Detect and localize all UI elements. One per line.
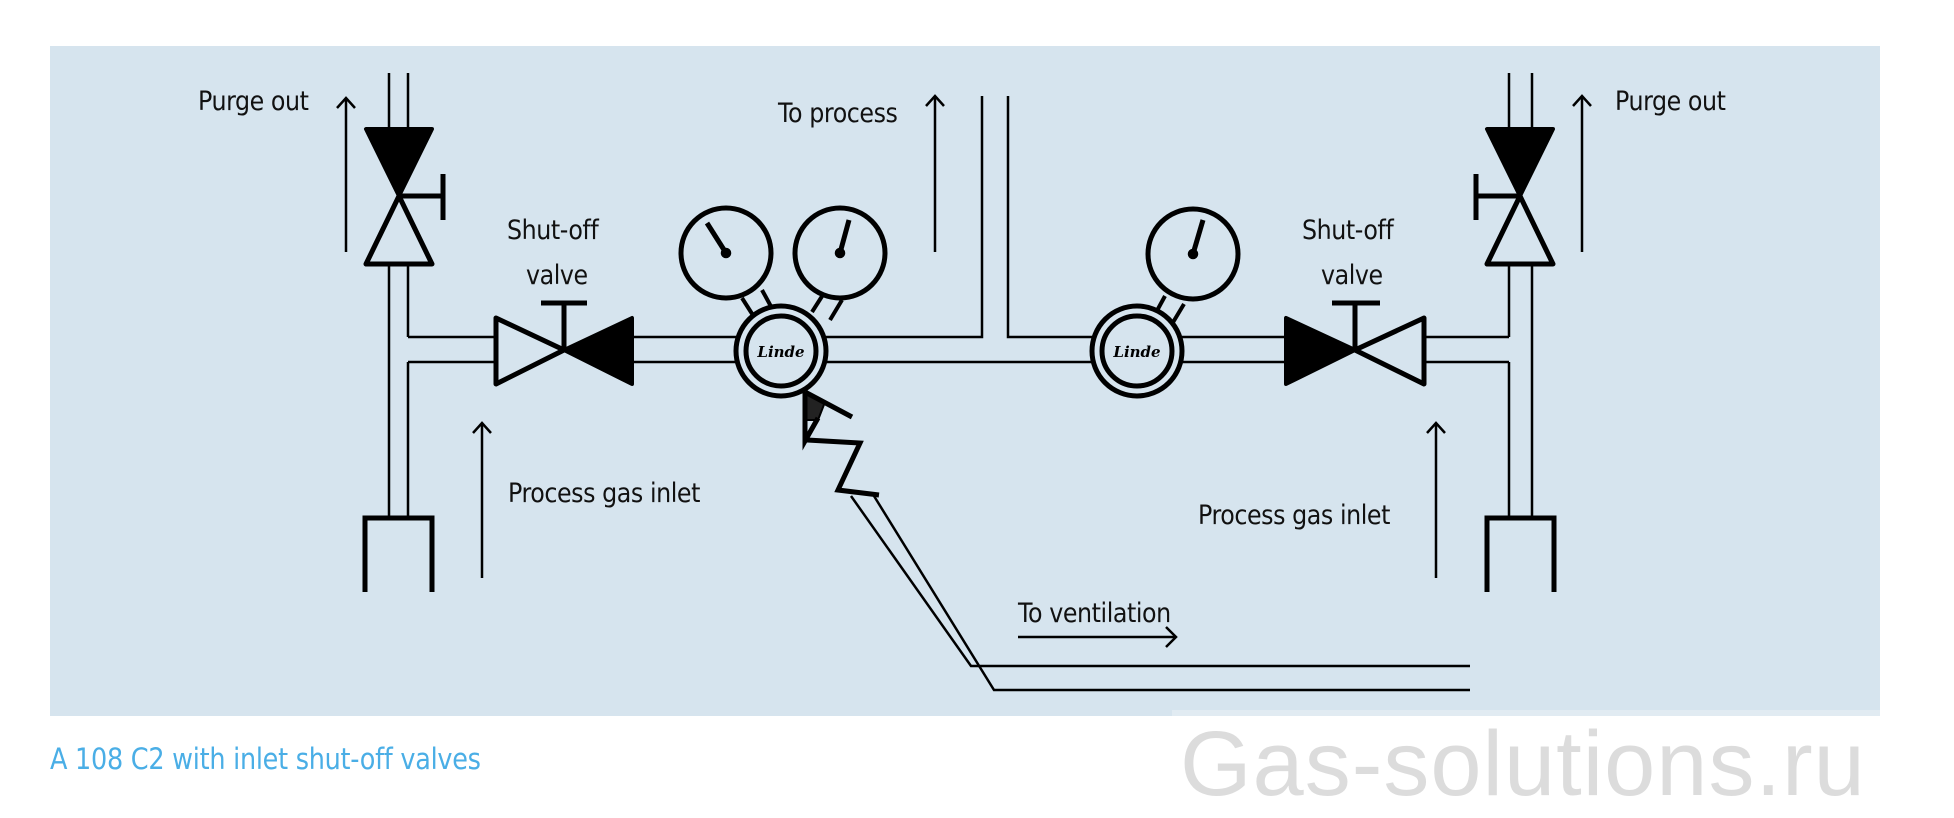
label-shutoff-right-line2: valve [1321,260,1383,291]
to-process-arrow [925,94,945,252]
linde-logo-left: Linde [756,343,804,361]
purge-out-arrow-right [1572,94,1592,252]
figure-caption: A 108 C2 with inlet shut-off valves [50,742,481,776]
purge-valve-right-icon [1473,127,1556,267]
pipe-to-process [826,96,1099,364]
process-gas-inlet-arrow-left [472,421,492,578]
label-purge-out-right: Purge out [1615,86,1726,117]
label-shutoff-left-line1: Shut-off [507,215,599,246]
cylinder-connection-left [362,515,435,592]
label-shutoff-left-line2: valve [526,260,588,291]
purge-valve-left-icon [363,127,446,267]
ventilation-pipe [849,495,1470,692]
relief-valve-icon [802,389,880,498]
label-to-process: To process [778,98,898,129]
pipe-regulator-to-right-valve [1182,335,1286,364]
label-process-gas-inlet-left: Process gas inlet [508,478,700,509]
watermark-band [1172,710,1880,716]
cylinder-connection-right [1484,515,1557,592]
diagram-panel [50,46,1880,716]
pipe-left-to-regulator [632,335,738,364]
right-vertical-pipe [1424,73,1534,518]
label-process-gas-inlet-right: Process gas inlet [1198,500,1390,531]
shutoff-valve-left-icon [493,300,634,387]
label-to-ventilation: To ventilation [1018,598,1171,629]
shutoff-valve-right-icon [1284,300,1427,387]
process-gas-inlet-arrow-right [1426,421,1446,578]
label-shutoff-right-line1: Shut-off [1302,215,1394,246]
linde-logo-right: Linde [1112,343,1160,361]
watermark: Gas-solutions.ru [1180,713,1866,815]
purge-out-arrow-left [336,96,356,252]
left-vertical-pipe [387,73,496,518]
regulator-right-icon [1089,206,1241,399]
regulator-left-icon [678,205,888,399]
to-ventilation-arrow [1018,626,1178,648]
label-purge-out-left: Purge out [198,86,309,117]
